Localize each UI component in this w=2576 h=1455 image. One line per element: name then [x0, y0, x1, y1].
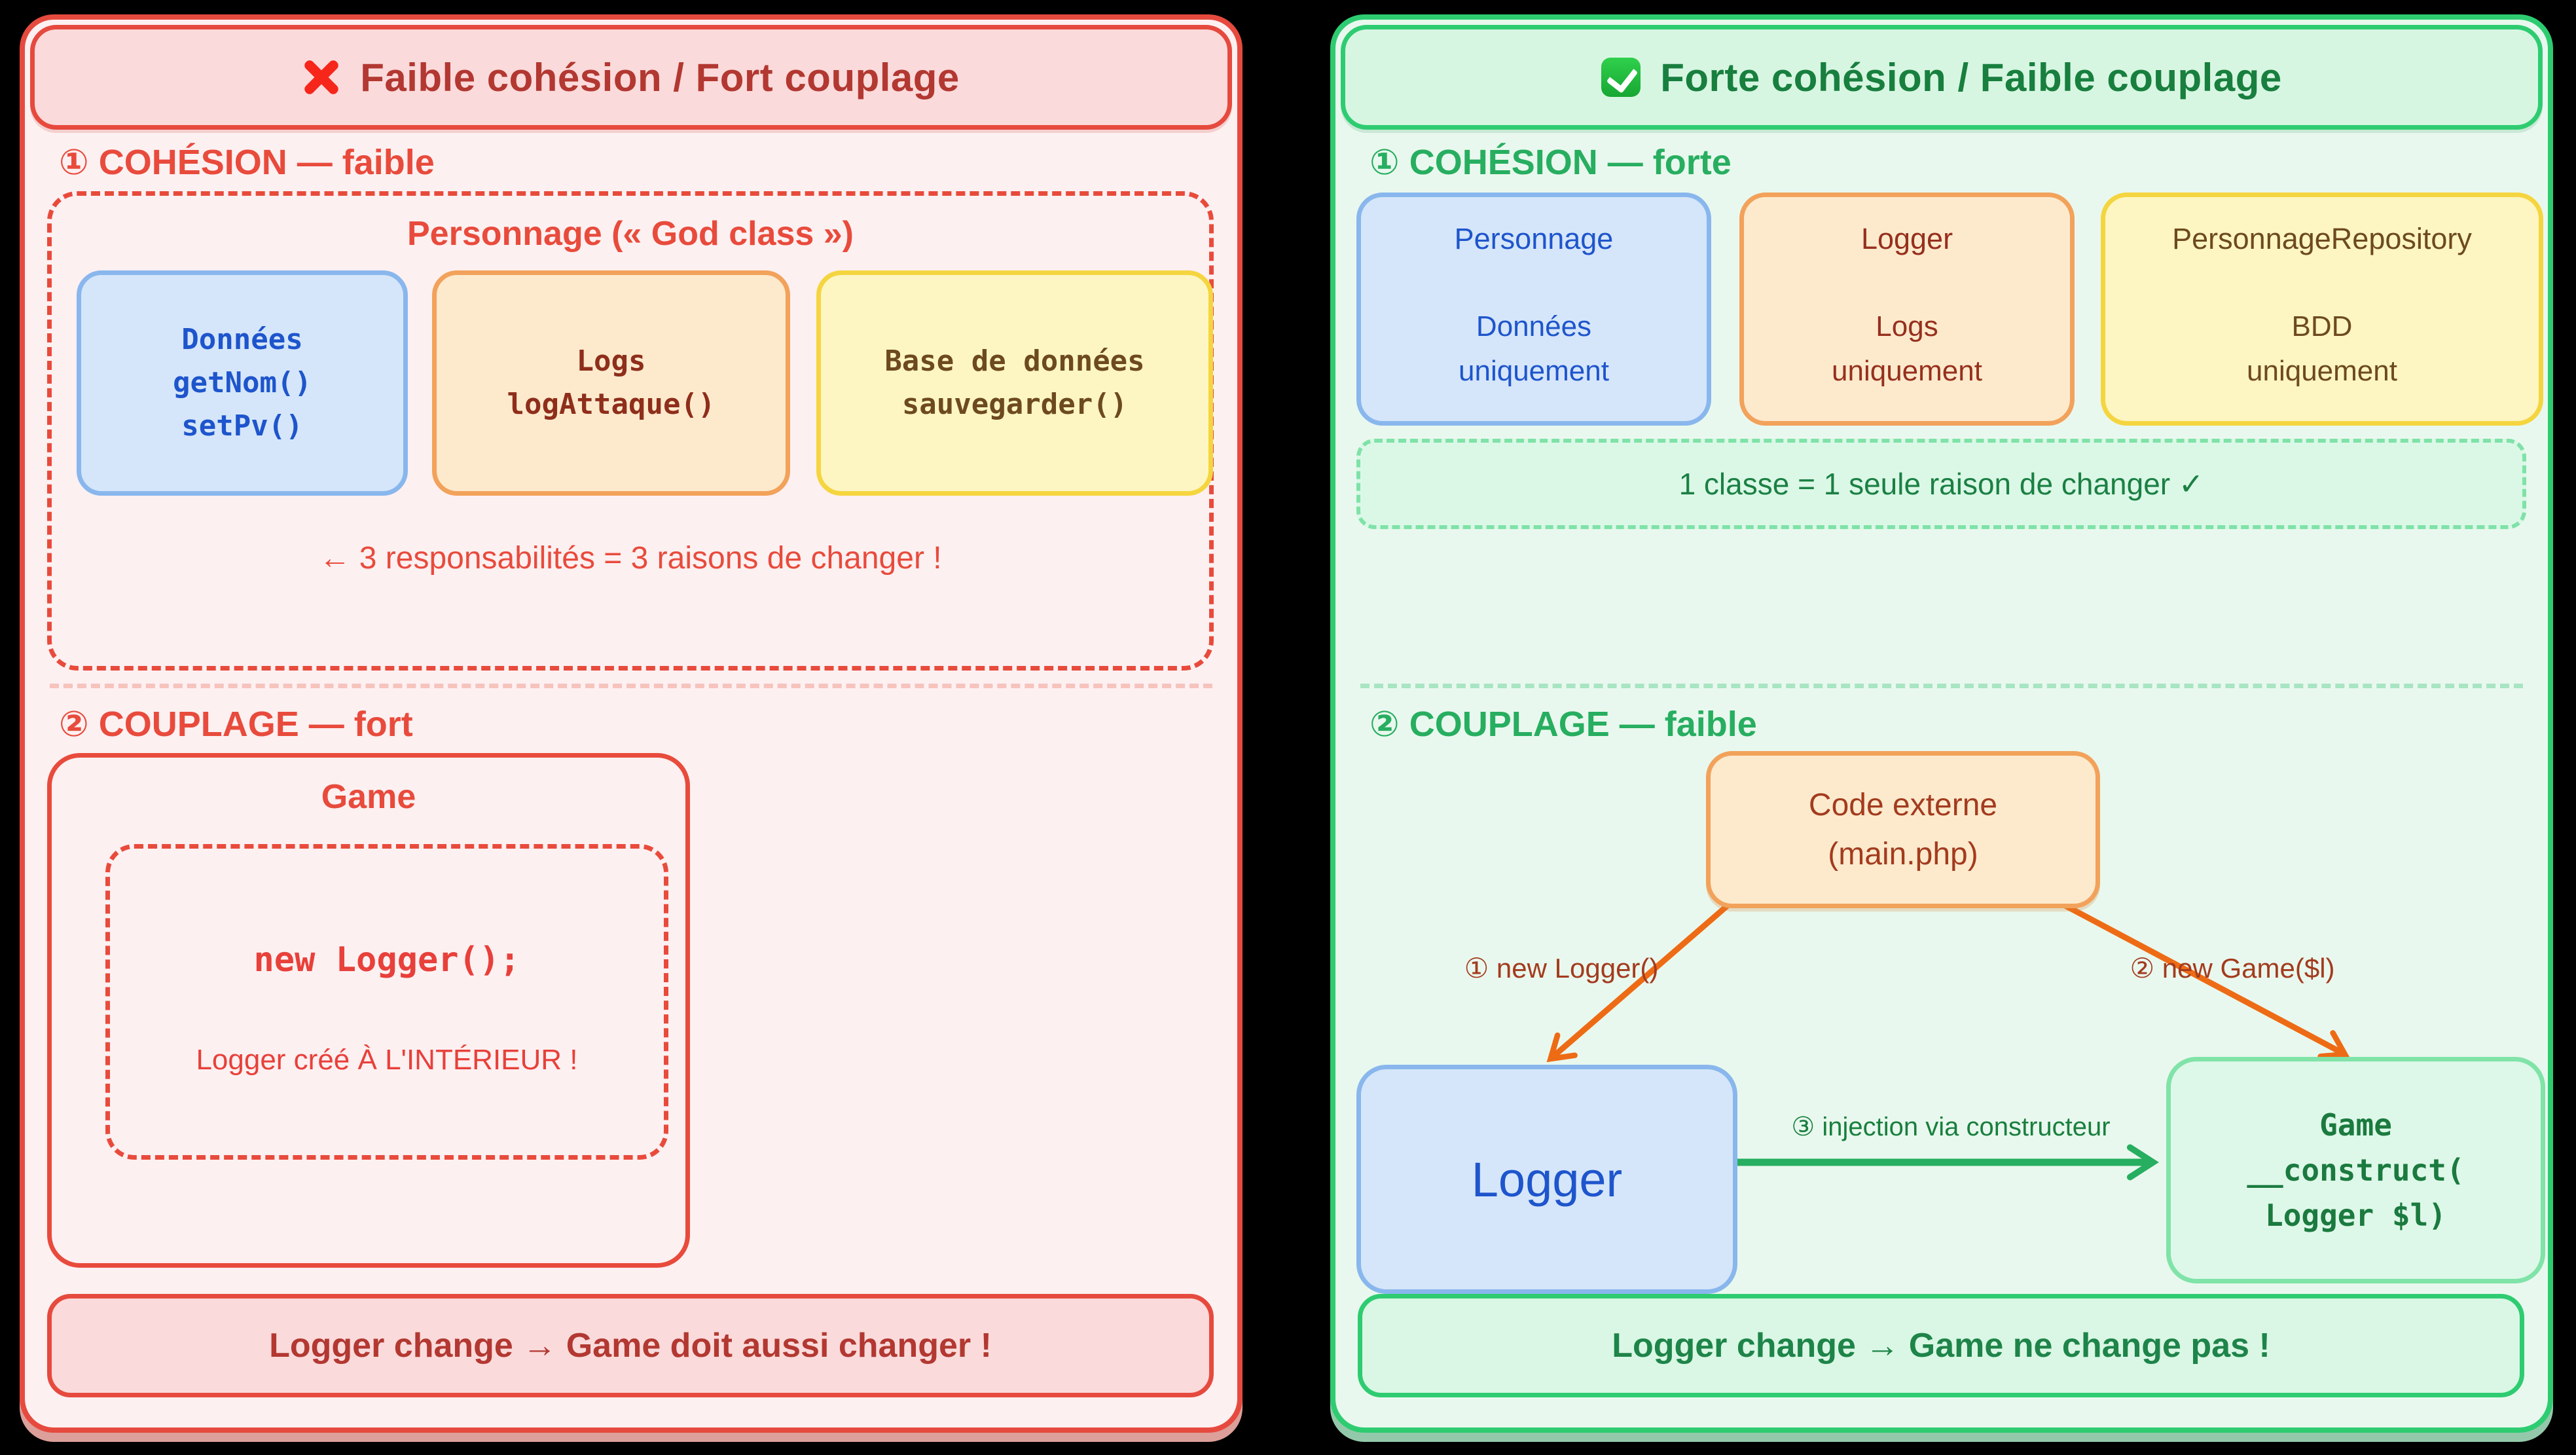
injection-arrow-label: ③ injection via constructeur	[1791, 1113, 2111, 1141]
god-class-box: Personnage (« God class ») Données getNo…	[47, 191, 1214, 671]
repository-class-box: PersonnageRepository BDD uniquement	[2101, 193, 2543, 426]
bad-design-header: Faible cohésion / Fort couplage	[30, 25, 1232, 130]
cross-icon	[302, 58, 340, 96]
logger-instance-label: Logger	[1471, 1152, 1623, 1207]
bad-design-banner: Logger change → Game doit aussi changer …	[47, 1294, 1214, 1397]
code-externe-box: Code externe (main.php)	[1706, 751, 2100, 908]
game-inner-dashed-box: new Logger(); Logger créé À L'INTÉRIEUR …	[105, 844, 668, 1160]
new-logger-arrow-label: ① new Logger()	[1464, 953, 1659, 984]
personnage-class-title: Personnage	[1454, 222, 1614, 255]
right-cohesion-section-label: ① COHÉSION — forte	[1370, 143, 1732, 182]
main-php-line: (main.php)	[1828, 837, 1978, 872]
game-class-box: Game new Logger(); Logger créé À L'INTÉR…	[47, 753, 690, 1268]
bad-design-panel: Faible cohésion / Fort couplage ① COHÉSI…	[20, 14, 1243, 1433]
single-reason-note-box: 1 classe = 1 seule raison de changer ✓	[1356, 439, 2526, 529]
code-externe-line: Code externe	[1808, 788, 1998, 822]
game-construct-line: Game	[2319, 1107, 2392, 1143]
logs-responsibility-box: Logs logAttaque()	[432, 270, 790, 496]
repository-class-title: PersonnageRepository	[2172, 222, 2472, 255]
personnage-body-line: uniquement	[1459, 355, 1609, 388]
logs-line: Logs	[576, 344, 646, 378]
right-section-divider	[1360, 684, 2523, 688]
logger-instance-box: Logger	[1356, 1065, 1737, 1294]
left-couplage-section-label: ② COUPLAGE — fort	[59, 705, 413, 744]
new-logger-code: new Logger();	[253, 940, 520, 980]
sauvegarder-line: sauvegarder()	[901, 388, 1128, 421]
left-section-divider	[50, 684, 1212, 688]
good-design-title: Forte cohésion / Faible couplage	[1660, 55, 2282, 100]
personnage-class-body: Données uniquement	[1361, 304, 1707, 394]
right-couplage-section-label: ② COUPLAGE — faible	[1370, 705, 1757, 744]
logger-class-body: Logs uniquement	[1744, 304, 2070, 394]
personnage-class-box: Personnage Données uniquement	[1356, 193, 1711, 426]
logger-body-line: Logs	[1876, 310, 1938, 342]
good-design-header: Forte cohésion / Faible couplage	[1341, 25, 2543, 130]
game-construct-line: __construct(	[2247, 1152, 2465, 1188]
logger-body-line: uniquement	[1832, 355, 1982, 388]
donnees-line: Données	[181, 323, 303, 356]
game-construct-box: Game __construct( Logger $l)	[2166, 1057, 2545, 1283]
good-design-panel: Forte cohésion / Faible couplage ① COHÉS…	[1330, 14, 2553, 1433]
single-reason-note: 1 classe = 1 seule raison de changer ✓	[1678, 467, 2204, 501]
repository-body-line: uniquement	[2247, 355, 2397, 388]
logger-class-title: Logger	[1860, 222, 1953, 255]
god-class-title: Personnage (« God class »)	[407, 215, 854, 253]
personnage-body-line: Données	[1476, 310, 1592, 342]
bad-design-title: Faible cohésion / Fort couplage	[360, 55, 960, 100]
game-class-title: Game	[321, 778, 416, 816]
left-cohesion-section-label: ① COHÉSION — faible	[59, 143, 435, 182]
bdd-line: Base de données	[884, 344, 1145, 378]
getnom-line: getNom()	[173, 366, 312, 399]
responsibilities-note: ← 3 responsabilités = 3 raisons de chang…	[319, 541, 942, 576]
setpv-line: setPv()	[181, 409, 303, 443]
logattaque-line: logAttaque()	[507, 388, 716, 421]
repository-body-line: BDD	[2291, 310, 2353, 342]
logger-inside-note: Logger créé À L'INTÉRIEUR !	[196, 1044, 578, 1076]
repository-class-body: BDD uniquement	[2105, 304, 2539, 394]
game-construct-line: Logger $l)	[2265, 1197, 2446, 1233]
new-game-arrow-label: ② new Game($l)	[2130, 953, 2335, 984]
bdd-responsibility-box: Base de données sauvegarder()	[816, 270, 1213, 496]
donnees-responsibility-box: Données getNom() setPv()	[77, 270, 408, 496]
logger-class-box: Logger Logs uniquement	[1739, 193, 2075, 426]
good-design-banner: Logger change → Game ne change pas !	[1358, 1294, 2524, 1397]
check-icon	[1601, 58, 1641, 97]
